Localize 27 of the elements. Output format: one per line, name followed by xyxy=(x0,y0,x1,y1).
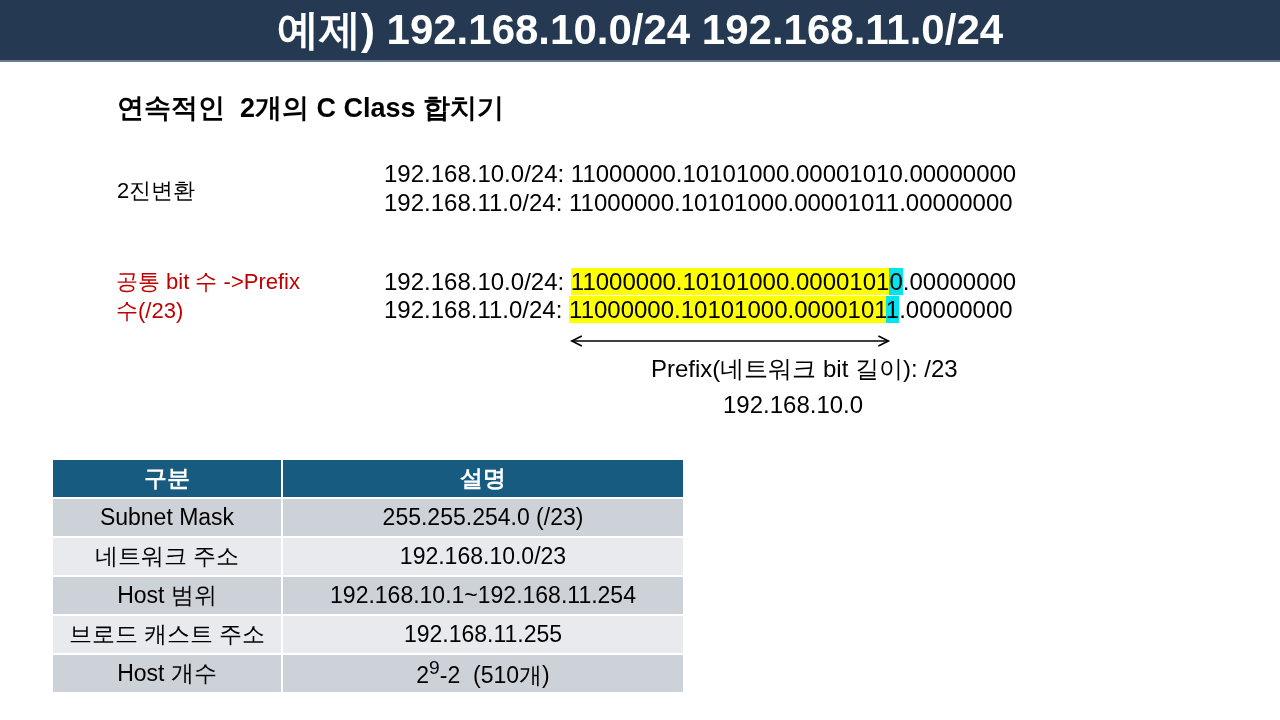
title: 예제) 192.168.10.0/24 192.168.11.0/24 xyxy=(275,5,1005,55)
host-bits: .00000000 xyxy=(902,268,1017,295)
table-cell: Subnet Mask xyxy=(52,498,282,537)
table-cell: 192.168.10.1~192.168.11.254 xyxy=(282,576,684,615)
host-bits: .00000000 xyxy=(899,296,1013,323)
table-cell: 2$^{9}$-2 (510개) xyxy=(282,654,684,693)
binary-line: 192.168.11.0/24: 11000000.10101000.00001011.00000000 xyxy=(384,189,1013,217)
ip-label: 192.168.11.0/24: xyxy=(384,296,564,323)
highlighted-bits: 11000000.10101000.0000101 xyxy=(569,296,886,323)
prefix-caption: Prefix(네트워크 bit 길이): /23 xyxy=(651,354,958,384)
highlighted-bits: 11000000.10101000.0000101 xyxy=(570,268,890,295)
ip-label: 192.168.10.0/24: xyxy=(384,268,566,295)
table-cell: 255.255.254.0 (/23) xyxy=(282,498,684,537)
header-cell: 설명 xyxy=(282,459,684,498)
differing-bit: 0 xyxy=(889,268,903,295)
table-cell: 네트워크 주소 xyxy=(52,537,282,576)
table-cell: 브로드 캐스트 주소 xyxy=(52,615,282,654)
note: 공통 bit 수 ->Prefix수(/23) xyxy=(116,268,301,325)
row-label: 2진변환 xyxy=(117,177,196,205)
subtitle: 연속적인 2개의 C Class 합치기 xyxy=(117,92,505,125)
binary-line: 192.168.10.0/24: 11000000.10101000.00001010.00000000 xyxy=(384,160,1017,188)
table-cell: Host 개수 xyxy=(52,654,282,693)
header-cell: 구분 xyxy=(52,459,282,498)
table-cell: 192.168.11.255 xyxy=(282,615,684,654)
network-address: 192.168.10.0 xyxy=(723,391,864,419)
table-cell: 192.168.10.0/23 xyxy=(282,537,684,576)
table-cell: Host 범위 xyxy=(52,576,282,615)
